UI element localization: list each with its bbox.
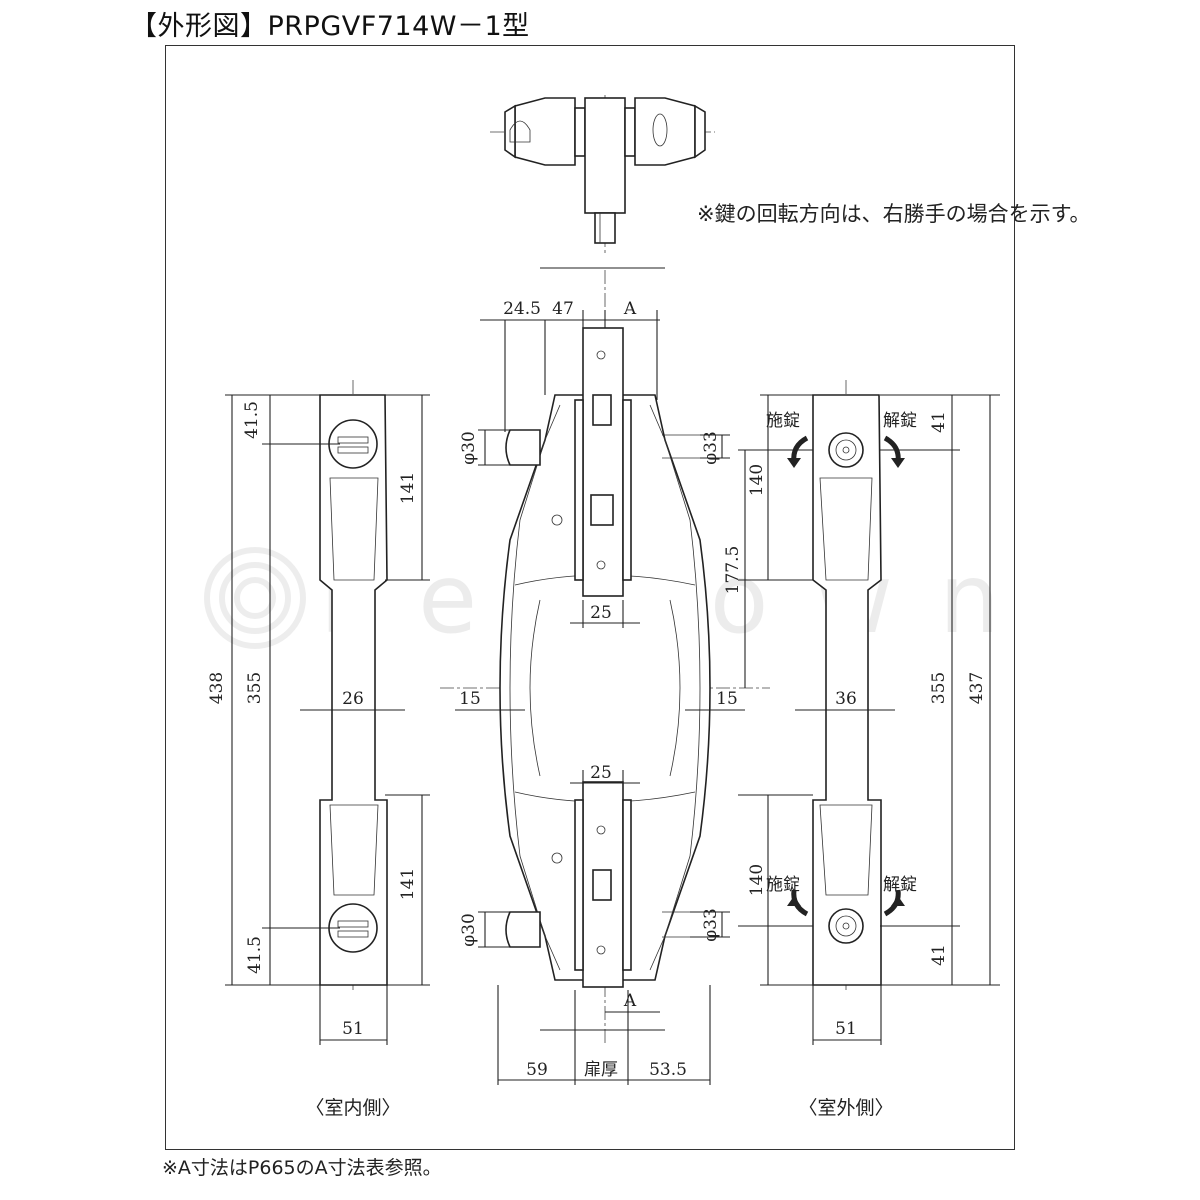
dim-outdoor-41-bottom: 41 <box>929 944 949 966</box>
dim-side-phi33-bottom: φ33 <box>701 908 721 942</box>
side-view <box>440 270 770 1045</box>
dim-outdoor-51: 51 <box>835 1019 857 1039</box>
dim-outdoor-41-top: 41 <box>929 411 949 433</box>
dim-outdoor-36: 36 <box>835 689 857 709</box>
outdoor-side-label: 〈室外側〉 <box>798 1097 893 1119</box>
dim-outdoor-140-top: 140 <box>747 464 767 496</box>
lock-label-top: 施錠 <box>766 411 800 431</box>
dim-indoor-141-top: 141 <box>398 472 418 504</box>
footnote: ※A寸法はP665のA寸法表参照。 <box>162 1157 442 1179</box>
dim-side-phi30-top: φ30 <box>459 431 479 465</box>
dim-side-59: 59 <box>526 1060 548 1080</box>
drawing-title: 【外形図】PRPGVF714W－1型 <box>130 11 530 42</box>
door-thickness-label: 扉厚 <box>584 1060 618 1080</box>
indoor-side-label: 〈室内側〉 <box>305 1097 400 1119</box>
dim-side-15-left: 15 <box>459 689 481 709</box>
dim-indoor-41-5-top: 41.5 <box>242 401 262 439</box>
lock-label-bottom: 施錠 <box>766 875 800 895</box>
a-mark-top: A <box>623 299 637 319</box>
outdoor-handle <box>787 380 905 990</box>
dim-outdoor-177-5: 177.5 <box>723 546 743 595</box>
dim-side-24-5: 24.5 <box>503 299 541 319</box>
unlock-label-bottom: 解錠 <box>883 875 917 895</box>
dim-side-15-right: 15 <box>716 689 738 709</box>
dim-side-53-5: 53.5 <box>649 1060 687 1080</box>
dim-side-phi30-bottom: φ30 <box>459 913 479 947</box>
dim-side-25-top: 25 <box>590 603 612 623</box>
side-dimensions: 24.5 47 A φ30 φ33 25 15 15 25 φ30 φ33 A … <box>455 267 745 1085</box>
dim-outdoor-140-bottom: 140 <box>747 864 767 896</box>
dim-indoor-438: 438 <box>207 672 227 704</box>
dim-side-phi33-top: φ33 <box>701 431 721 465</box>
dim-indoor-26: 26 <box>342 689 364 709</box>
dim-outdoor-437: 437 <box>967 672 987 704</box>
dim-side-47: 47 <box>552 299 574 319</box>
dim-indoor-51: 51 <box>342 1019 364 1039</box>
outdoor-dimensions: 41 140 177.5 355 437 36 140 41 51 <box>723 394 1000 1045</box>
dim-indoor-355: 355 <box>245 672 265 704</box>
dim-indoor-41-5-bottom: 41.5 <box>245 936 265 974</box>
indoor-handle <box>319 380 388 990</box>
indoor-dimensions: 41.5 141 438 355 26 141 41.5 51 <box>207 394 430 1045</box>
drawing-frame <box>165 45 1015 1150</box>
top-view <box>490 95 715 255</box>
unlock-label-top: 解錠 <box>883 411 917 431</box>
a-mark-bottom: A <box>623 991 637 1011</box>
dim-side-25-bottom: 25 <box>590 763 612 783</box>
dim-indoor-141-bottom: 141 <box>398 868 418 900</box>
dim-outdoor-355: 355 <box>929 672 949 704</box>
rotation-note: ※鍵の回転方向は、右勝手の場合を示す。 <box>697 202 1091 226</box>
